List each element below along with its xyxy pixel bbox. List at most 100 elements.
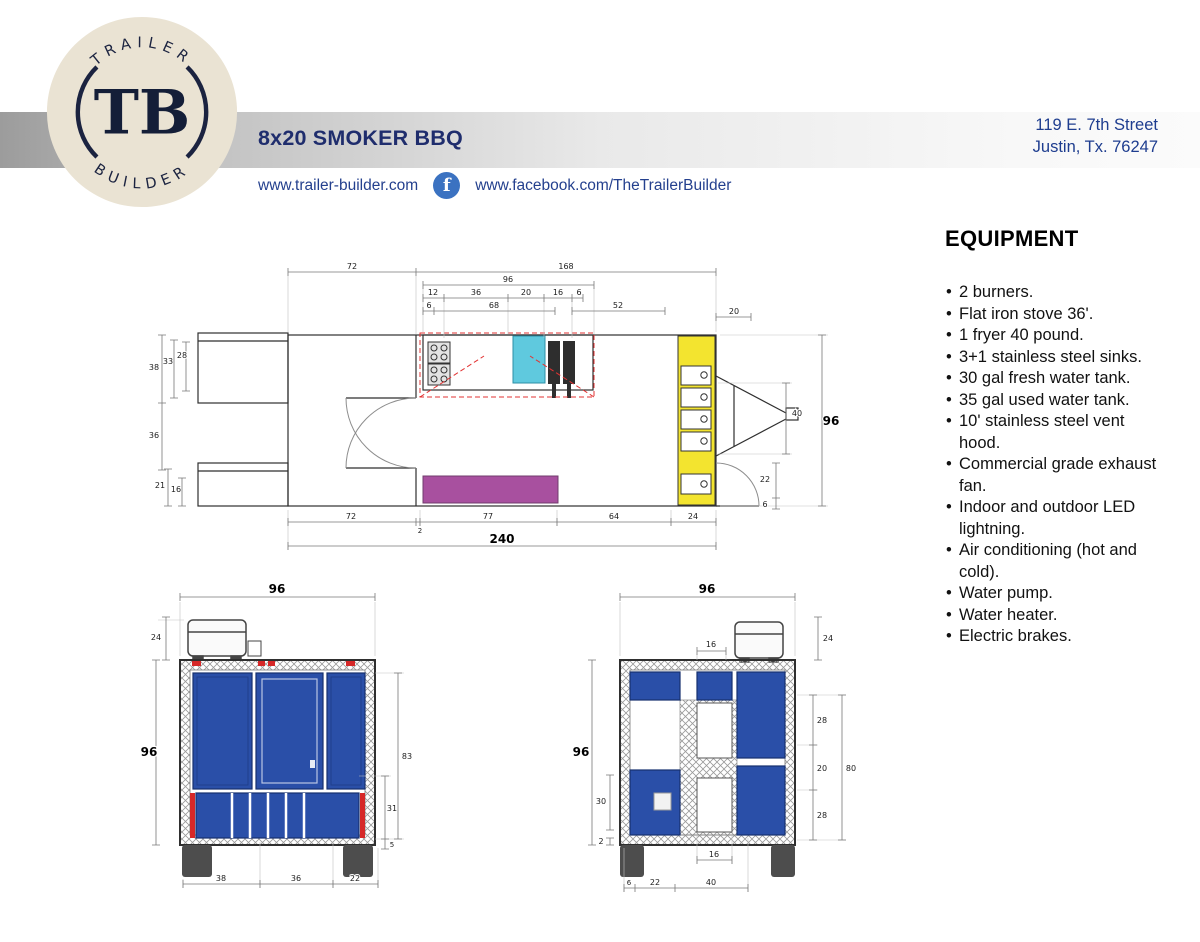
dim-label: 20: [521, 288, 531, 297]
rear-dimension-labels: 96 24 96 83 31 5 38 36 22: [140, 581, 413, 884]
subheader: www.trailer-builder.com f www.facebook.c…: [258, 172, 731, 199]
front-door-swing: [715, 462, 760, 507]
ac-unit: [187, 619, 262, 661]
dim-label: 68: [489, 301, 499, 310]
equipment-item: 3+1 stainless steel sinks.: [945, 347, 1167, 369]
dim-label: 52: [613, 301, 623, 310]
dim-label: 30: [596, 797, 606, 806]
equipment-item: Electric brakes.: [945, 626, 1167, 648]
facebook-url: www.facebook.com/TheTrailerBuilder: [475, 176, 732, 194]
sinks: [680, 365, 712, 495]
dim-label: 22: [760, 475, 770, 484]
dim-label: 22: [350, 874, 360, 883]
storage-cabinet: [422, 475, 559, 504]
dim-label: 33: [163, 357, 173, 366]
dim-label: 80: [846, 764, 856, 773]
dim-label: 36: [291, 874, 301, 883]
equipment-item: Air conditioning (hot and cold).: [945, 540, 1167, 583]
dim-label: 2: [418, 527, 422, 535]
rear-porch: [197, 332, 289, 507]
dim-label: 5: [390, 841, 394, 849]
equipment-item: 1 fryer 40 pound.: [945, 325, 1167, 347]
plan-view-drawing: 72 168 96 12 36 20 16 6 6 68 52 20 38 33…: [148, 261, 841, 550]
fryer-baskets: [548, 341, 575, 398]
fryer-tank: [512, 335, 546, 384]
front-dimension-labels: 96 24 16 96 30 2 28 20 28 80 16 6 22 40: [571, 581, 857, 888]
rear-panels: [192, 672, 366, 790]
stove-burners: [427, 341, 451, 386]
tongue-hitch: [715, 375, 799, 457]
dim-label: 96: [573, 745, 590, 759]
dim-label: 20: [729, 307, 739, 316]
interior-structure: [629, 671, 786, 836]
equipment-item: 35 gal used water tank.: [945, 390, 1167, 412]
kitchen-counter: [422, 334, 594, 391]
dim-label: 96: [699, 582, 716, 596]
dim-label: 16: [553, 288, 563, 297]
equipment-item: Flat iron stove 36'.: [945, 304, 1167, 326]
dim-label: 16: [171, 485, 181, 494]
dim-label: 168: [558, 262, 573, 271]
equipment-item: 30 gal fresh water tank.: [945, 368, 1167, 390]
dim-label: 24: [823, 634, 833, 643]
dimension-lines: [158, 268, 826, 550]
equipment-item: 10' stainless steel vent hood.: [945, 411, 1167, 454]
clearance-lights: [192, 661, 355, 666]
dim-label: 38: [216, 874, 226, 883]
address-line-1: 119 E. 7th Street: [1035, 116, 1158, 134]
wheel: [771, 845, 795, 877]
dim-label: 31: [387, 804, 397, 813]
plan-dimension-labels: 72 168 96 12 36 20 16 6 6 68 52 20 38 33…: [148, 261, 841, 547]
equipment-item: Indoor and outdoor LED lightning.: [945, 497, 1167, 540]
page-title: 8x20 SMOKER BBQ: [258, 126, 463, 150]
lower-skirt: [190, 792, 365, 839]
rear-view-drawing: 96 24 96 83 31 5 38 36 22: [140, 581, 413, 888]
dim-label: 16: [706, 640, 716, 649]
dim-label: 6: [762, 500, 767, 509]
door-opening: [696, 777, 733, 833]
logo-initials: TB: [94, 78, 191, 149]
equipment-panel: EQUIPMENT 2 burners. Flat iron stove 36'…: [945, 226, 1167, 648]
logo: TRAILER BUILDER TB: [46, 16, 238, 208]
equipment-item: Commercial grade exhaust fan.: [945, 454, 1167, 497]
dim-label: 22: [650, 878, 660, 887]
dim-label: 96: [141, 745, 158, 759]
dimension-lines: [152, 593, 402, 888]
dim-label: 96: [823, 414, 840, 428]
dim-label: 96: [269, 582, 286, 596]
dim-label: 38: [149, 363, 159, 372]
logo-disc: [46, 16, 238, 208]
rear-double-doors: [345, 335, 417, 506]
dim-label: 72: [347, 262, 357, 271]
equipment-list: 2 burners. Flat iron stove 36'. 1 fryer …: [945, 282, 1167, 648]
dim-label: 83: [402, 752, 412, 761]
dim-label: 96: [503, 275, 513, 284]
dim-label: 240: [489, 532, 514, 546]
dim-label: 28: [177, 351, 187, 360]
ac-unit: [734, 621, 784, 663]
extension-lines: [619, 602, 846, 892]
equipment-item: 2 burners.: [945, 282, 1167, 304]
dim-label: 20: [817, 764, 827, 773]
dim-label: 12: [428, 288, 438, 297]
front-view-drawing: 96 24 16 96 30 2 28 20 28 80 16 6 22 40: [571, 581, 857, 892]
wheel: [182, 845, 212, 877]
dim-label: 6: [426, 301, 431, 310]
dim-label: 28: [817, 811, 827, 820]
dim-label: 40: [706, 878, 716, 887]
dim-label: 6: [627, 879, 632, 887]
dim-label: 24: [688, 512, 698, 521]
address-block: 119 E. 7th Street Justin, Tx. 76247: [1033, 114, 1158, 158]
dim-label: 36: [149, 431, 159, 440]
equipment-item: Water heater.: [945, 605, 1167, 627]
address-line-2: Justin, Tx. 76247: [1032, 138, 1158, 156]
door-opening: [696, 702, 733, 759]
dim-label: 21: [155, 481, 165, 490]
dim-label: 6: [576, 288, 581, 297]
dimension-lines: [588, 593, 846, 892]
vent-hood-outline: [419, 332, 595, 398]
dim-label: 16: [709, 850, 719, 859]
website-url: www.trailer-builder.com: [258, 176, 419, 194]
wheel: [343, 845, 373, 877]
logo-left-paren-icon: [75, 65, 99, 159]
